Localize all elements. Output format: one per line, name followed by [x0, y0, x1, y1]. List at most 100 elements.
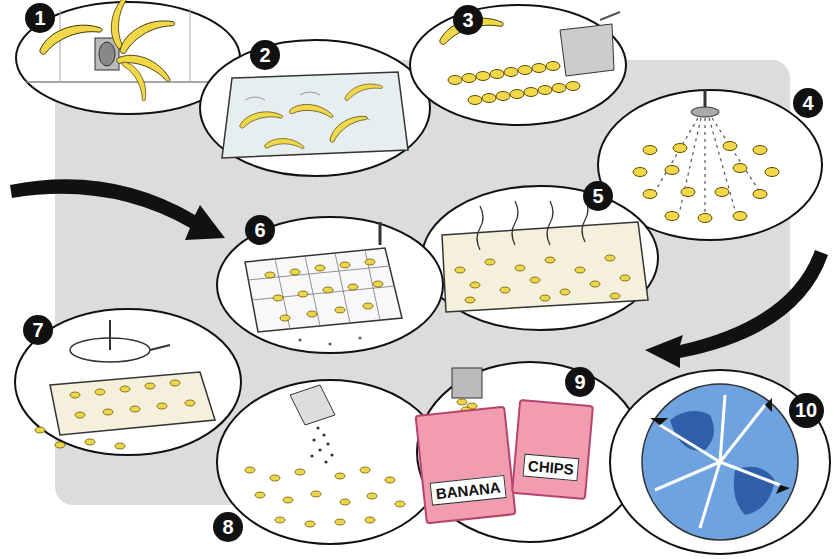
slicing-panel-part: [532, 64, 546, 73]
seasoning-panel-part: [310, 426, 333, 463]
slicing-panel-part: [482, 94, 496, 103]
draining-panel-part: [340, 262, 350, 268]
draining-panel-part-part: [275, 259, 290, 329]
cooling-panel-part: [103, 409, 113, 415]
seasoning-panel-part-part: [324, 460, 327, 463]
slicing-panel-part: [552, 84, 566, 93]
washing-panel-part: [222, 72, 408, 158]
frying-panel-part: [530, 277, 540, 283]
frying-panel-part: [545, 257, 555, 263]
washing-panel-part: [343, 82, 384, 101]
export-globe-panel: [610, 370, 830, 554]
callout-number: 5: [592, 186, 603, 206]
draining-panel-part: [280, 315, 290, 321]
draining-panel-part: [307, 311, 317, 317]
seasoning-panel-part: [290, 385, 335, 425]
slicing-panel-part: [448, 76, 462, 85]
frying-panel-part: [560, 289, 570, 295]
cooling-panel-part: [35, 427, 45, 433]
spraying-panel-part: [665, 166, 679, 175]
slicing-panel-part: [566, 82, 580, 91]
washing-panel: [200, 40, 430, 176]
frying-panel-part-part: [512, 201, 518, 245]
washing-panel-part: [264, 135, 305, 154]
callout-number: 1: [34, 8, 45, 28]
peeling-panel-part: [99, 42, 115, 66]
seasoning-panel-part: [311, 491, 321, 497]
export-globe-panel-part-part: [650, 418, 668, 425]
cooling-panel-part: [145, 383, 155, 389]
callout-number: 3: [462, 10, 473, 30]
spraying-panel-part: [765, 168, 779, 177]
draining-panel-part: [299, 337, 362, 346]
washing-panel-part: [239, 110, 284, 128]
step-number-badge: 1: [25, 3, 55, 33]
cooling-panel-part: [150, 345, 170, 350]
cooling-panel-part: [109, 320, 111, 350]
step-number-badge: 4: [793, 88, 823, 118]
spraying-panel-part-part: [680, 118, 701, 210]
frying-panel-part: [485, 259, 495, 265]
step-number-badge: 5: [583, 181, 613, 211]
callout-number: 2: [259, 45, 270, 65]
draining-panel-part: [290, 269, 300, 275]
slicing-panel-part: [600, 12, 620, 20]
seasoning-panel-part-part: [330, 453, 333, 456]
frying-panel-part: [422, 186, 658, 330]
frying-panel-part-part: [477, 206, 483, 250]
export-globe-panel-part-part: [655, 462, 720, 490]
cooling-panel: [15, 309, 241, 455]
spraying-panel-part: [715, 188, 729, 197]
slicing-panel-part: [468, 96, 482, 105]
frying-panel-part: [477, 198, 588, 250]
frying-panel-part: [470, 282, 480, 288]
callout-number: 10: [795, 400, 817, 420]
spraying-panel-part: [665, 212, 679, 221]
seasoning-panel-part: [217, 380, 443, 544]
spraying-panel-part: [633, 168, 647, 177]
frying-panel-part: [455, 267, 465, 273]
export-globe-panel-part: [650, 398, 790, 494]
step-number-badge: 9: [565, 367, 595, 397]
flow-arrow-part: [645, 250, 828, 368]
spraying-panel-part: [704, 90, 707, 108]
spraying-panel-part-part: [712, 118, 765, 200]
seasoning-panel-part: [360, 467, 370, 473]
spraying-panel-part-part: [709, 118, 735, 210]
step-number-badge: 8: [213, 512, 243, 542]
spraying-panel-part: [723, 142, 737, 151]
seasoning-panel-part-part: [316, 426, 319, 429]
slicing-panel-part: [560, 24, 614, 76]
draining-panel-part: [265, 272, 275, 278]
draining-panel-part: [248, 250, 395, 329]
draining-panel-part: [379, 222, 382, 245]
peeling-panel-part: [60, 10, 61, 82]
slicing-panel-part: [476, 72, 490, 81]
draining-panel-part-part: [329, 343, 332, 346]
spraying-panel-part: [753, 146, 767, 155]
cooling-panel-part: [115, 443, 125, 449]
callout-number: 7: [32, 320, 43, 340]
slicing-panel: [410, 5, 626, 125]
step-number-badge: 7: [23, 315, 53, 345]
cooling-panel-part: [75, 412, 85, 418]
cooling-panel-part: [85, 439, 95, 445]
export-globe-panel-part-part: [720, 395, 725, 462]
cooling-panel-part: [130, 406, 140, 412]
packing-panel-part: [457, 399, 467, 405]
frying-panel-part: [620, 275, 630, 281]
slicing-panel-part: [504, 68, 518, 77]
seasoning-panel-part: [335, 473, 345, 479]
frying-panel-part: [500, 287, 510, 293]
spraying-panel-part: [643, 190, 657, 199]
export-globe-panel-part-part: [765, 398, 772, 412]
frying-panel-part: [575, 267, 585, 273]
slicing-panel-part: [410, 5, 626, 125]
draining-panel-part: [348, 284, 358, 290]
callout-number: 6: [254, 220, 265, 240]
seasoning-panel-part: [365, 517, 375, 523]
draining-panel-part-part: [248, 266, 390, 280]
seasoning-panel-part: [255, 492, 265, 498]
spraying-panel-part: [681, 188, 695, 197]
frying-panel-part-part: [547, 201, 553, 245]
